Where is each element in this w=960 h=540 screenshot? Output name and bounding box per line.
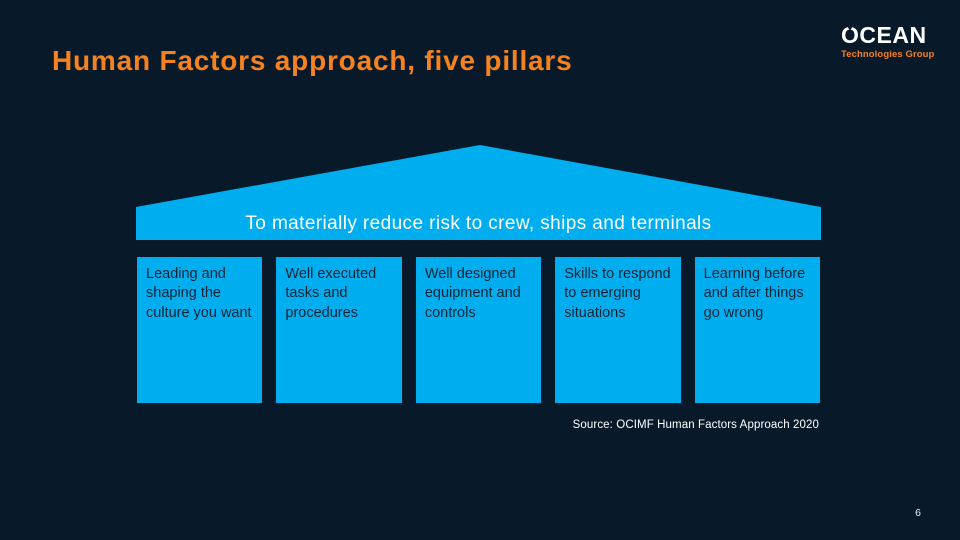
source-note: Source: OCIMF Human Factors Approach 202… xyxy=(572,419,819,431)
pillar-well-designed-equipment: Well designed equipment and controls xyxy=(415,257,542,403)
logo-tagline: Technologies Group xyxy=(841,49,935,60)
pillar-learning-before-after: Learning before and after things go wron… xyxy=(694,257,821,403)
goal-banner: To materially reduce risk to crew, ships… xyxy=(136,207,821,240)
logo-o-notch-icon xyxy=(845,23,855,31)
pillar-leading-culture: Leading and shaping the culture you want xyxy=(137,257,263,403)
logo-wordmark-text: OCEAN xyxy=(841,22,927,48)
pillar-label: Well executed tasks and procedures xyxy=(285,266,377,321)
pillar-label: Skills to respond to emerging situations xyxy=(564,266,671,321)
pillar-skills-to-respond: Skills to respond to emerging situations xyxy=(555,257,681,403)
pillar-label: Leading and shaping the culture you want xyxy=(146,266,252,321)
ocean-technologies-logo: OCEAN Technologies Group xyxy=(841,22,937,60)
goal-banner-text: To materially reduce risk to crew, ships… xyxy=(245,212,712,234)
roof-shape xyxy=(136,145,821,207)
logo-wordmark: OCEAN xyxy=(841,22,937,48)
pillar-label: Well designed equipment and controls xyxy=(424,266,521,321)
pillar-label: Learning before and after things go wron… xyxy=(703,266,806,321)
page-title: Human Factors approach, five pillars xyxy=(52,45,573,76)
page-number: 6 xyxy=(915,507,921,519)
pillars-row: Leading and shaping the culture you want… xyxy=(137,257,821,403)
pillar-well-executed-tasks: Well executed tasks and procedures xyxy=(276,257,402,403)
